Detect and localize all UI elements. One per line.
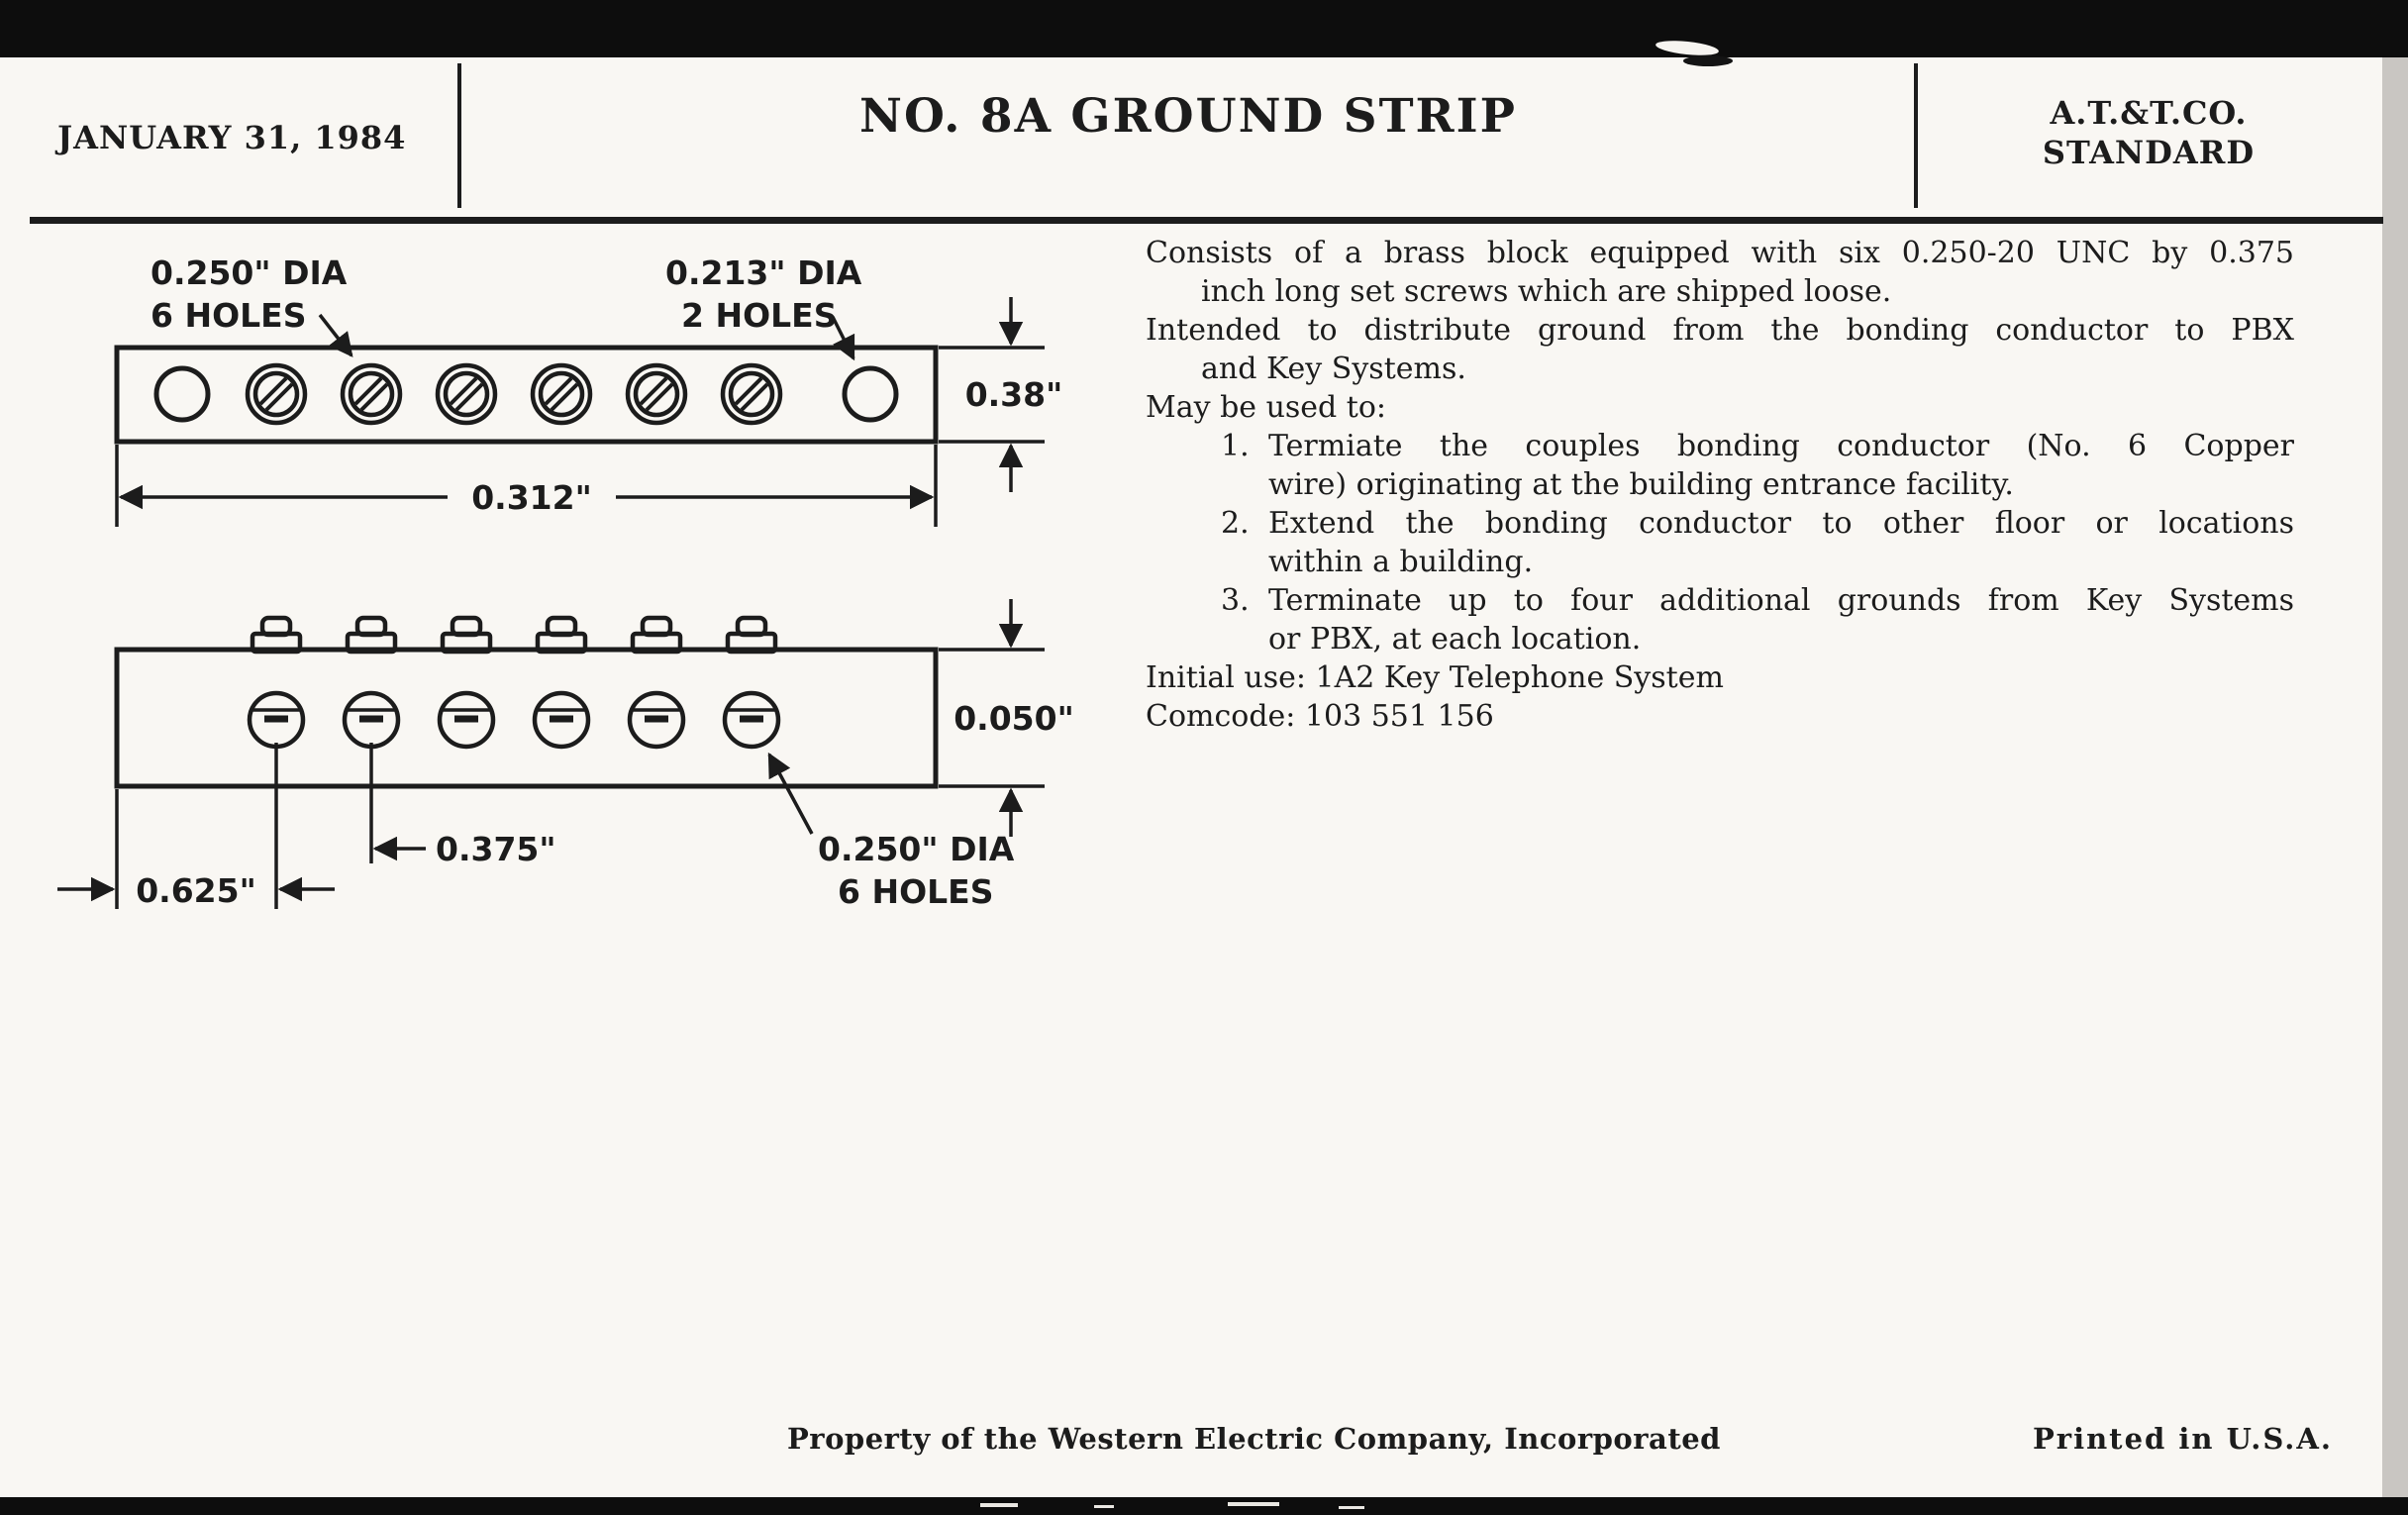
header-rule bbox=[30, 217, 2383, 224]
set-screw bbox=[628, 365, 685, 423]
scan-artifact-right-edge bbox=[2382, 57, 2408, 1497]
set-screw bbox=[438, 365, 495, 423]
text-line: Extend the bonding conductor to other fl… bbox=[1268, 506, 2294, 541]
end-hole bbox=[153, 365, 211, 423]
set-screw-head bbox=[633, 618, 680, 652]
standard-stamp-line1: A.T.&T.CO. bbox=[2050, 94, 2248, 132]
text-line: Termiate the couples bonding conductor (… bbox=[1268, 429, 2294, 463]
list-item-2: 2. Extend the bonding conductor to other… bbox=[1221, 504, 2294, 581]
screw-hole bbox=[345, 693, 398, 747]
text-line: and Key Systems. bbox=[1201, 352, 1466, 386]
text-line: Terminate up to four additional grounds … bbox=[1268, 583, 2294, 618]
end-hole bbox=[842, 365, 899, 423]
hole-label: 0.250" DIA bbox=[818, 830, 1015, 868]
screw-hole bbox=[725, 693, 778, 747]
property-notice: Property of the Western Electric Company… bbox=[787, 1422, 1721, 1456]
set-screw-head bbox=[252, 618, 300, 652]
dimension-label: 0.312" bbox=[471, 478, 592, 517]
dimension-label: 0.050" bbox=[953, 699, 1074, 738]
paragraph-may-be-used: May be used to: bbox=[1146, 388, 2294, 427]
screw-hole bbox=[440, 693, 493, 747]
technical-drawing: 0.250" DIA 6 HOLES 0.213" DIA 2 HOLES 0.… bbox=[57, 253, 1074, 911]
header-divider bbox=[457, 63, 461, 208]
top-view: 0.250" DIA 6 HOLES 0.213" DIA 2 HOLES 0.… bbox=[114, 253, 1063, 527]
set-screw-head bbox=[348, 618, 395, 652]
set-screw bbox=[343, 365, 400, 423]
dimension-label: 0.375" bbox=[436, 830, 556, 868]
scan-artifact-bottom-bar bbox=[0, 1497, 2408, 1515]
dimension-label: 0.38" bbox=[965, 375, 1063, 414]
screw-hole-label: 0.250" DIA bbox=[150, 253, 348, 292]
scan-artifact bbox=[1094, 1505, 1114, 1508]
list-item-1: 1. Termiate the couples bonding conducto… bbox=[1221, 427, 2294, 504]
list-item-3: 3. Terminate up to four additional groun… bbox=[1221, 581, 2294, 658]
comcode-line: Comcode: 103 551 156 bbox=[1146, 699, 1494, 734]
set-screw-head bbox=[728, 618, 775, 652]
printed-in-usa: Printed in U.S.A. bbox=[2033, 1422, 2333, 1456]
standard-stamp: A.T.&T.CO. STANDARD bbox=[1941, 93, 2357, 172]
leader-arrow bbox=[318, 313, 353, 357]
scan-artifact bbox=[1339, 1506, 1364, 1509]
end-hole-label: 2 HOLES bbox=[681, 296, 837, 335]
set-screw bbox=[533, 365, 590, 423]
scan-artifact bbox=[1683, 55, 1733, 66]
ground-strip-body bbox=[114, 647, 939, 789]
side-view: 0.050" 0.625" 0.375" 0.250" DIA 6 HOLES bbox=[57, 599, 1074, 911]
scan-artifact-top-bar bbox=[0, 0, 2408, 57]
set-screw-head bbox=[443, 618, 490, 652]
page-title: NO. 8A GROUND STRIP bbox=[859, 89, 1517, 144]
set-screw-head bbox=[538, 618, 585, 652]
ground-strip-body bbox=[114, 345, 939, 445]
list-number: 2. bbox=[1221, 506, 1250, 541]
screw-hole bbox=[630, 693, 683, 747]
screw-hole bbox=[250, 693, 303, 747]
leader-arrow bbox=[831, 316, 855, 361]
text-line: or PBX, at each location. bbox=[1268, 622, 1642, 656]
text-line: May be used to: bbox=[1146, 390, 1387, 425]
text-line: wire) originating at the building entran… bbox=[1268, 467, 2014, 502]
screw-hole-label: 6 HOLES bbox=[150, 296, 306, 335]
initial-use-line: Initial use: 1A2 Key Telephone System bbox=[1146, 660, 1724, 695]
text-line: Consists of a brass block equipped with … bbox=[1146, 236, 2294, 270]
document-date: JANUARY 31, 1984 bbox=[57, 119, 407, 156]
hole-label: 6 HOLES bbox=[838, 872, 993, 911]
header-divider bbox=[1914, 63, 1918, 208]
paragraph-consists: Consists of a brass block equipped with … bbox=[1146, 234, 2294, 311]
description-column: Consists of a brass block equipped with … bbox=[1146, 234, 2294, 736]
scan-artifact bbox=[980, 1503, 1018, 1507]
dimension-label: 0.625" bbox=[136, 871, 256, 910]
text-line: inch long set screws which are shipped l… bbox=[1201, 274, 1892, 309]
screw-hole bbox=[535, 693, 588, 747]
standard-stamp-line2: STANDARD bbox=[2042, 134, 2256, 171]
scan-artifact bbox=[1228, 1502, 1279, 1506]
set-screw bbox=[248, 365, 305, 423]
set-screw bbox=[723, 365, 780, 423]
list-number: 1. bbox=[1221, 429, 1250, 463]
text-line: within a building. bbox=[1268, 545, 1534, 579]
paragraph-intended: Intended to distribute ground from the b… bbox=[1146, 311, 2294, 388]
end-hole-label: 0.213" DIA bbox=[665, 253, 862, 292]
text-line: Intended to distribute ground from the b… bbox=[1146, 313, 2294, 348]
list-number: 3. bbox=[1221, 583, 1250, 618]
leader-arrow bbox=[767, 752, 814, 835]
